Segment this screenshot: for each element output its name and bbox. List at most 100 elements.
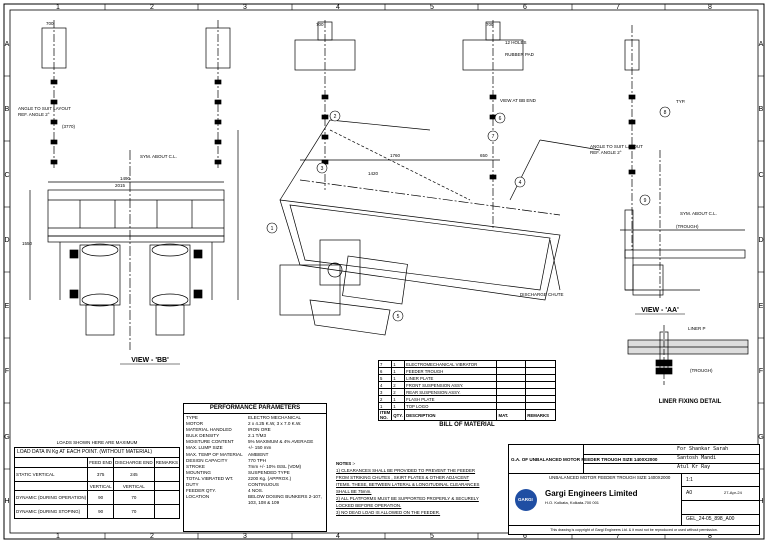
bom-cell: 5 — [377, 374, 393, 382]
note-line: 2) ALL PLATFORMS MUST BE SUPPORTED PROPE… — [336, 496, 479, 501]
dim-1760: 1760 — [390, 153, 401, 158]
load-cell: DYNAMIC (DURING OPERATION) — [13, 490, 89, 505]
performance-param: TYPE — [186, 415, 198, 420]
bom-cell: 2 — [377, 395, 393, 403]
bom-cell — [525, 395, 556, 403]
typ-note: TYP. — [676, 99, 685, 104]
balloon-8: 8 — [664, 110, 667, 116]
performance-value: 4 NOS. — [248, 488, 264, 494]
bom-cell — [496, 374, 527, 382]
bom-title: BILL OF MATERIAL — [439, 422, 495, 428]
grid-row-a-right: A — [759, 41, 764, 48]
grid-col-5-bottom: 5 — [430, 533, 434, 540]
bom-cell — [496, 388, 527, 396]
sheet-border-outer — [3, 3, 765, 540]
notes-heading: NOTES :- — [336, 461, 356, 466]
bom-cell — [496, 395, 527, 403]
balloon-9: 9 — [644, 198, 647, 204]
bom-cell — [525, 367, 556, 375]
bom-cell — [525, 360, 556, 368]
discharge-chute-label: DISCHARGE CHUTE — [520, 292, 564, 297]
performance-param: MOTOR — [186, 421, 204, 427]
grid-col-5: 5 — [430, 4, 434, 11]
performance-value: 2 x 4.25 K.W, 3 x 7.0 K.W. — [248, 421, 302, 427]
bom-cell — [496, 367, 527, 375]
bom-cell — [525, 402, 556, 410]
sym-about-cl-left: SYM. ABOUT C.L. — [140, 154, 177, 159]
load-cell: 90 — [87, 504, 115, 519]
grid-row-c-right: C — [758, 172, 763, 179]
grid-col-1-bottom: 1 — [56, 533, 60, 540]
bom-cell: REAR SUSPENSION ASSY. — [404, 388, 498, 396]
company-name: Gargi Engineers Limited — [545, 489, 638, 498]
dim-2015: 2015 — [115, 183, 126, 188]
balloon-5: 5 — [397, 314, 400, 320]
date-value: 27-Apr-24 — [724, 490, 742, 495]
load-data-title: LOAD DATA IN Kg AT EACH POINT. (WITHOUT … — [14, 447, 180, 457]
bom-cell — [496, 402, 527, 410]
performance-value: CONTINUOUS — [248, 482, 279, 488]
dim-700-side: 700 — [316, 22, 324, 27]
performance-param: MATERIAL HANDLED — [186, 427, 232, 433]
grid-row-labels: A B C D E F G H A B C D E F G H — [4, 41, 763, 505]
grid-row-e-right: E — [759, 303, 764, 310]
approved-by: Atul Kr Ray — [677, 464, 711, 470]
bom-cell: TOP LOGO — [404, 402, 498, 410]
bom-cell: 2 — [391, 388, 406, 396]
load-cell: STATIC VERTICAL — [13, 467, 89, 482]
load-cell — [153, 481, 181, 491]
liner-fixing-detail-drawing — [627, 325, 749, 385]
item-balloons — [266, 106, 671, 322]
title-block: For Shankar Sarah Santosh Mandi Atul Kr … — [508, 444, 760, 535]
title-approved-row: Atul Kr Ray — [583, 463, 759, 474]
sym-about-cl-right: SYM. ABOUT C.L. — [680, 211, 717, 216]
load-cell: 70 — [113, 504, 155, 519]
performance-row: MAX. LUMP SIZE+/- 150 mm — [186, 445, 324, 451]
grid-row-b-right: B — [759, 106, 764, 113]
performance-row: FEEDER QTY. 4 NOS. — [186, 488, 324, 494]
rubber-pad-note: RUBBER PAD — [505, 52, 535, 57]
company-address: H.O. Kolkata, Kolkata-700 001 — [545, 500, 600, 505]
bom-cell: 1 — [391, 374, 406, 382]
grid-col-6: 6 — [523, 4, 527, 11]
performance-param: BULK DENSITY — [186, 433, 220, 439]
performance-param: LOCATION — [186, 494, 210, 500]
note-line: 3) NO DEAD LOAD IS ALLOWED ON THE FEEDER… — [336, 510, 441, 515]
note-line: SHALL BE 75mm. — [336, 489, 372, 494]
bom-cell: LINER PLATE — [404, 374, 498, 382]
project-name: For Shankar Sarah — [677, 446, 729, 452]
balloon-7: 7 — [492, 134, 495, 140]
liner-label: LINER P — [688, 326, 706, 331]
load-cell: VERTICAL — [113, 481, 155, 491]
bom-cell: 1 — [377, 402, 393, 410]
load-cell: DYNAMIC (DURING STOPING) — [13, 504, 89, 519]
performance-param: FEEDER QTY. — [186, 488, 217, 494]
grid-col-3: 3 — [243, 4, 247, 11]
grid-col-4-bottom: 4 — [336, 533, 340, 540]
grid-row-h-right: H — [758, 498, 763, 505]
grid-col-3-bottom: 3 — [243, 533, 247, 540]
grid-column-labels: 1 2 3 4 5 6 7 8 1 2 3 4 5 6 7 8 — [56, 4, 712, 540]
grid-row-b: B — [5, 106, 10, 113]
grid-row-a: A — [5, 41, 10, 48]
grid-ticks — [4, 4, 764, 539]
drawing-title-secondary: UNBALANCED MOTOR FEEDER TROUGH SIZE 1400… — [549, 475, 671, 480]
load-cell — [153, 467, 181, 482]
performance-param: MOISTURE CONTENT — [186, 439, 234, 445]
dim-1550: 1550 — [22, 241, 33, 246]
bom-header-cell: MAT. — [496, 409, 527, 421]
drawing-number: GEL_24-05_898_A00 — [686, 516, 735, 522]
